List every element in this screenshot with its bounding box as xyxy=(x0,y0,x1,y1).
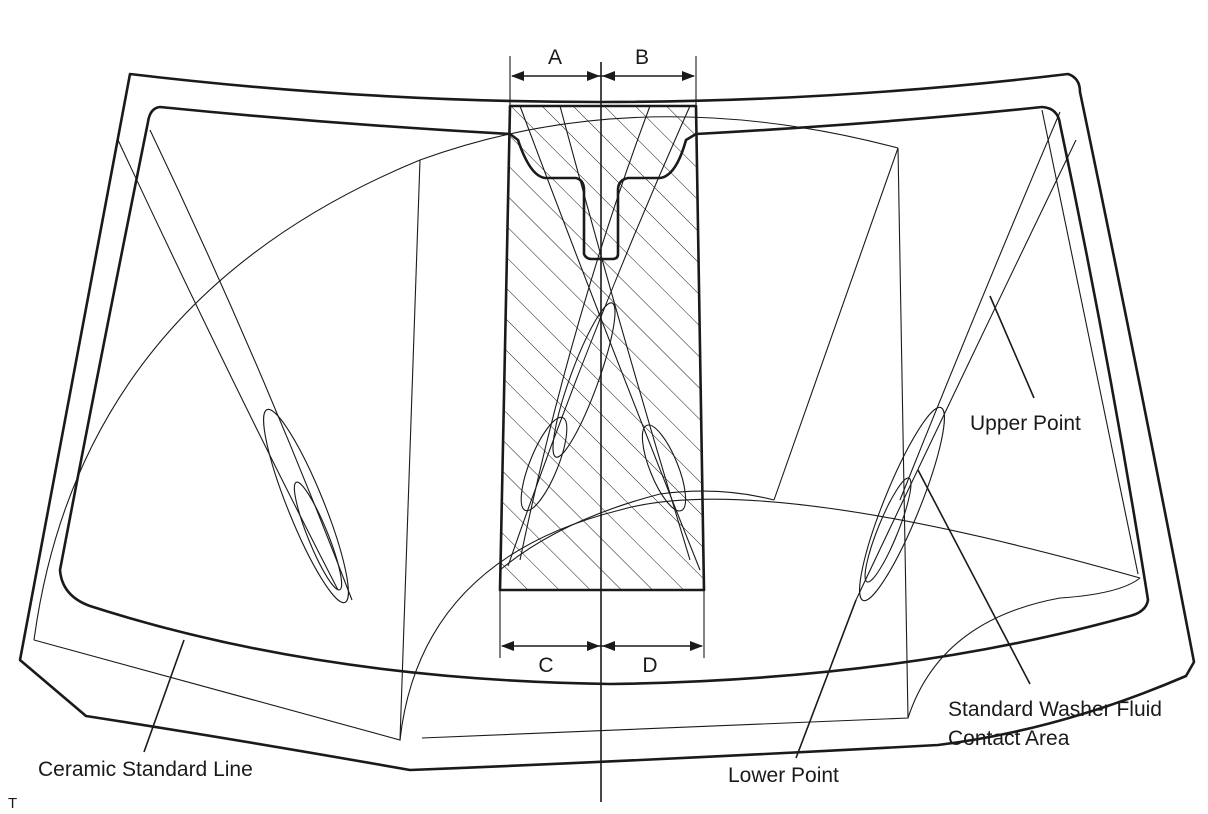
dimension-c-label: C xyxy=(538,654,553,677)
right-wiper-upper-frame xyxy=(1041,109,1139,575)
windshield-outer-outline xyxy=(18,72,1196,772)
wiper-right-lower-arc xyxy=(907,577,1141,719)
right-lower-contact-ellipse xyxy=(864,477,912,583)
arrow-b-left xyxy=(602,71,615,81)
wiper-arc-left xyxy=(33,116,899,641)
arrow-a-right xyxy=(587,71,600,81)
hatched-inspection-zone xyxy=(500,106,704,590)
arrow-d-right xyxy=(690,641,703,651)
center-left-contact-ellipse xyxy=(520,416,568,512)
right-upper-contact-ellipse xyxy=(859,406,945,602)
arrow-b-right xyxy=(682,71,695,81)
left-upper-contact-ellipse xyxy=(263,408,349,604)
ceramic-standard-line-label: Ceramic Standard Line xyxy=(38,758,253,781)
left-washer-spray-line xyxy=(117,139,339,591)
right-washer-spray-line xyxy=(855,139,1077,601)
left-lower-contact-ellipse xyxy=(293,481,343,591)
arrow-d-left xyxy=(602,641,615,651)
arrow-a-left xyxy=(511,71,524,81)
ceramic-line-leader xyxy=(143,639,185,753)
left-washer-spray-line-2 xyxy=(149,129,353,601)
wiper-lower-arc xyxy=(499,490,775,571)
center-spray-line-4 xyxy=(519,105,651,561)
dimension-a-label: A xyxy=(548,46,562,69)
center-upper-contact-ellipse xyxy=(552,302,616,458)
dimension-d-label: D xyxy=(642,654,657,677)
washer-contact-label-line2: Contact Area xyxy=(948,727,1070,750)
center-spray-line-3 xyxy=(507,105,691,567)
dimension-b-label: B xyxy=(635,46,649,69)
washer-area-leader xyxy=(917,469,1031,685)
washer-contact-label-line1: Standard Washer Fluid xyxy=(948,698,1162,721)
lower-point-leader xyxy=(795,599,857,759)
lower-point-label: Lower Point xyxy=(728,764,839,787)
upper-point-leader xyxy=(989,295,1035,399)
right-washer-spray-line-2 xyxy=(899,111,1061,501)
arrow-c-right xyxy=(587,641,600,651)
upper-point-label: Upper Point xyxy=(970,412,1081,435)
right-wiper-sweep-frame xyxy=(421,147,909,739)
center-spray-line-2 xyxy=(559,105,691,561)
center-right-contact-ellipse xyxy=(641,424,687,512)
arrow-c-left xyxy=(501,641,514,651)
left-wiper-sweep-frame xyxy=(33,159,421,741)
wiper-arc-right xyxy=(399,498,1141,741)
corner-mark: T xyxy=(8,795,17,812)
